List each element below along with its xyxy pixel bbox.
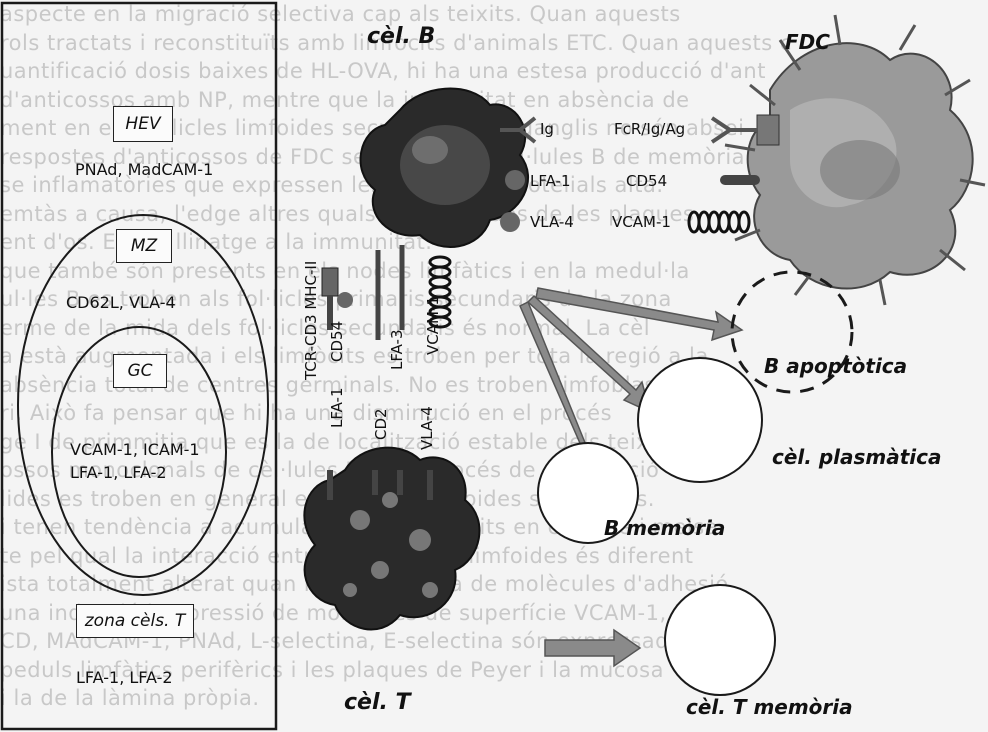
- gc-molecules-line-1: VCAM-1, ICAM-1: [70, 440, 200, 459]
- tzone-box: zona cèls. T: [76, 604, 194, 638]
- lfa3-label: LFA-3: [388, 330, 406, 371]
- mz-molecules: CD62L, VLA-4: [66, 293, 176, 312]
- plasma-cell-label: cèl. plasmàtica: [772, 445, 942, 469]
- lfa1-b-label: LFA-1: [530, 172, 571, 190]
- gc-box: GC: [113, 354, 167, 388]
- lfa1-t-label: LFA-1: [328, 388, 346, 429]
- arrow-to-t-memory: [545, 630, 640, 666]
- b-cell-label: cèl. B: [367, 24, 435, 49]
- tzone-molecules: LFA-1, LFA-2: [76, 668, 173, 687]
- fcr-receptor: [712, 115, 779, 145]
- fdc-cell: [725, 15, 985, 305]
- gc-molecules-line-2: LFA-1, LFA-2: [70, 463, 167, 482]
- vla4-b-label: VLA-4: [530, 213, 574, 231]
- b-apoptotic-label: B apoptòtica: [764, 354, 907, 378]
- ig-label: Ig: [540, 120, 554, 138]
- fcr-label: FcR/Ig/Ag: [614, 120, 685, 138]
- plasma-cell-circle: [638, 358, 762, 482]
- t-cell: [304, 448, 479, 630]
- cd54-t-label: CD54: [328, 321, 346, 362]
- t-memory-label: cèl. T memòria: [686, 695, 853, 719]
- fdc-label: FDC: [785, 30, 830, 54]
- vla4-t-label: VLA-4: [418, 406, 436, 450]
- cd54-fdc-label: CD54: [626, 172, 667, 190]
- vcam1-t-label: VCAM-1: [424, 296, 442, 355]
- t-cell-label: cèl. T: [344, 690, 411, 715]
- hev-molecules: PNAd, MadCAM-1: [75, 160, 213, 179]
- hev-box: HEV: [113, 106, 173, 142]
- cd2-label: CD2: [372, 408, 390, 440]
- mz-box: MZ: [116, 229, 172, 263]
- vcam1-fdc-label: VCAM-1: [612, 213, 671, 231]
- mz-ellipse: [18, 215, 268, 595]
- tcr-label: TCR-CD3 MHC-II: [302, 261, 320, 380]
- b-memory-label: B memòria: [604, 516, 725, 540]
- t-memory-circle: [665, 585, 775, 695]
